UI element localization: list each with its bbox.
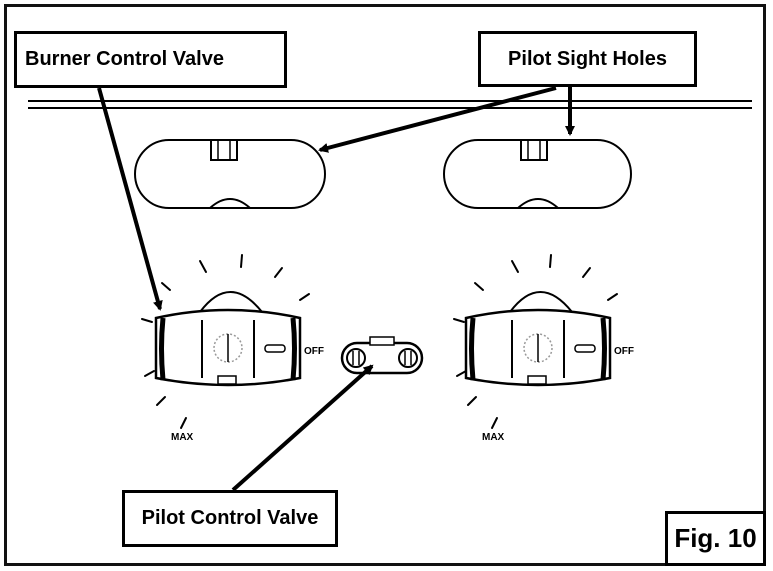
arrow-pilot-control xyxy=(231,364,374,492)
right-max-marking: MAX xyxy=(482,432,505,443)
top-rail xyxy=(28,100,752,109)
label-pilot-control-valve: Pilot Control Valve xyxy=(122,490,338,547)
figure-number: Fig. 10 xyxy=(665,511,766,566)
left-off-marking: OFF xyxy=(304,346,324,357)
diagram-frame xyxy=(4,4,766,566)
burner-knob-left xyxy=(141,254,310,429)
pilot-sight-hole-left xyxy=(134,139,326,209)
label-pilot-sight-holes: Pilot Sight Holes xyxy=(478,31,697,87)
arrow-burner-control xyxy=(97,87,163,311)
arrow-sight-hole-left xyxy=(318,86,557,153)
pilot-control-valve xyxy=(340,336,424,375)
label-burner-control-valve: Burner Control Valve xyxy=(14,31,287,88)
left-max-marking: MAX xyxy=(171,432,194,443)
burner-knob-right xyxy=(453,254,618,429)
pilot-sight-hole-right xyxy=(443,139,632,209)
right-off-marking: OFF xyxy=(614,346,634,357)
